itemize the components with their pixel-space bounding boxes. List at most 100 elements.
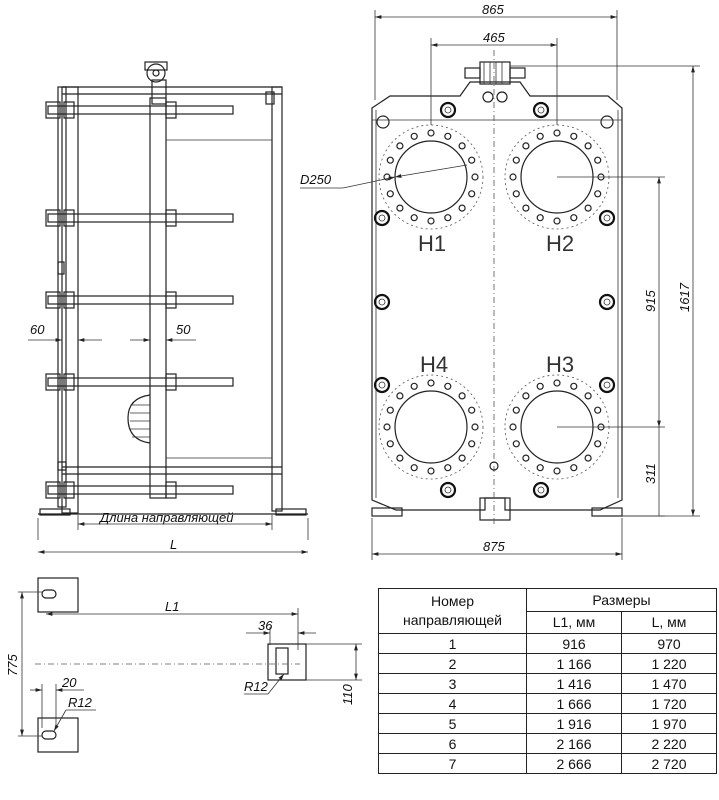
flange-hole: [458, 454, 466, 462]
flange-hole: [410, 464, 418, 472]
dim-D250: D250: [300, 172, 332, 187]
flange-hole: [386, 406, 394, 414]
dim-36: 36: [258, 618, 273, 633]
flange-hole: [522, 204, 530, 212]
flange-hole: [468, 440, 476, 448]
dim-915: 915: [643, 290, 658, 312]
flange-hole: [594, 156, 602, 164]
flange-hole: [536, 382, 544, 390]
flange-hole: [383, 423, 391, 431]
flange-hole: [471, 173, 479, 181]
flange-hole: [522, 142, 530, 150]
header-L: L, мм: [621, 610, 717, 634]
tie-bolts: [45, 101, 234, 499]
flange-hole: [512, 190, 520, 198]
flange-hole: [444, 214, 452, 222]
flange-hole: [536, 464, 544, 472]
flange-hole: [410, 382, 418, 390]
flange-hole: [512, 156, 520, 164]
flange-hole: [536, 132, 544, 140]
tie-bolt-bosses: [373, 101, 616, 499]
tie-bolt: [45, 291, 234, 309]
flange-hole: [468, 406, 476, 414]
dim-775: 775: [5, 654, 20, 676]
flange-hole: [386, 440, 394, 448]
header-guide-number: Номер направляющей: [378, 588, 527, 634]
dim-R12-bottom: R12: [68, 695, 93, 710]
flange-hole: [468, 156, 476, 164]
flange-hole: [386, 190, 394, 198]
dim-110: 110: [340, 684, 355, 705]
flange-hole: [427, 379, 435, 387]
label-h1: H1: [418, 231, 446, 256]
header-L1: L1, мм: [526, 610, 622, 634]
flange-hole: [522, 454, 530, 462]
dim-311: 311: [643, 463, 658, 484]
dim-20: 20: [61, 675, 77, 690]
guide-size-table: Номер направляющей Размеры L1, мм L, мм …: [378, 588, 717, 774]
flange-hole: [584, 392, 592, 400]
flange-hole: [553, 129, 561, 137]
flange-hole: [444, 132, 452, 140]
flange-hole: [594, 440, 602, 448]
flange-hole: [512, 406, 520, 414]
port-h4: [378, 374, 484, 480]
flange-hole: [570, 214, 578, 222]
flange-hole: [396, 142, 404, 150]
dim-465: 465: [483, 30, 505, 45]
flange-hole: [427, 467, 435, 475]
tie-bolt: [45, 209, 234, 227]
flange-hole: [396, 204, 404, 212]
flange-hole: [584, 454, 592, 462]
dim-50: 50: [176, 322, 191, 337]
flange-hole: [444, 464, 452, 472]
front-dims: 865 465 875 1617 915 311 D250: [300, 2, 700, 560]
flange-hole: [512, 440, 520, 448]
flange-hole: [570, 132, 578, 140]
flange-hole: [458, 392, 466, 400]
flange-hole: [522, 392, 530, 400]
flange-hole: [594, 406, 602, 414]
flange-hole: [509, 423, 517, 431]
guide-detail: 775 L1 36 110 R12 20 R12: [5, 577, 362, 753]
header-dimensions: Размеры: [526, 588, 717, 612]
flange-hole: [471, 423, 479, 431]
label-h2: H2: [546, 231, 574, 256]
flange-hole: [386, 156, 394, 164]
side-dims: L Длина направляющей 60 50: [28, 322, 309, 554]
flange-hole: [584, 142, 592, 150]
flange-hole: [509, 173, 517, 181]
front-view: [371, 50, 623, 525]
flange-hole: [584, 204, 592, 212]
tie-bolt: [45, 481, 234, 499]
dim-865: 865: [482, 2, 504, 17]
dim-R12-right: R12: [244, 679, 269, 694]
flange-hole: [553, 379, 561, 387]
flange-hole: [570, 464, 578, 472]
flange-bolt-holes: [383, 129, 605, 475]
tie-bolt: [45, 373, 234, 391]
flange-hole: [536, 214, 544, 222]
flange-hole: [427, 217, 435, 225]
label-h4: H4: [420, 352, 448, 377]
flange-hole: [396, 392, 404, 400]
flange-hole: [410, 132, 418, 140]
dim-L1: L1: [165, 599, 179, 614]
flange-hole: [410, 214, 418, 222]
flange-hole: [570, 382, 578, 390]
flange-hole: [553, 467, 561, 475]
flange-hole: [468, 190, 476, 198]
flange-hole: [458, 204, 466, 212]
dim-guide-length: Длина направляющей: [98, 510, 234, 525]
dim-60: 60: [30, 322, 45, 337]
flange-hole: [427, 129, 435, 137]
flange-hole: [553, 217, 561, 225]
flange-hole: [396, 454, 404, 462]
